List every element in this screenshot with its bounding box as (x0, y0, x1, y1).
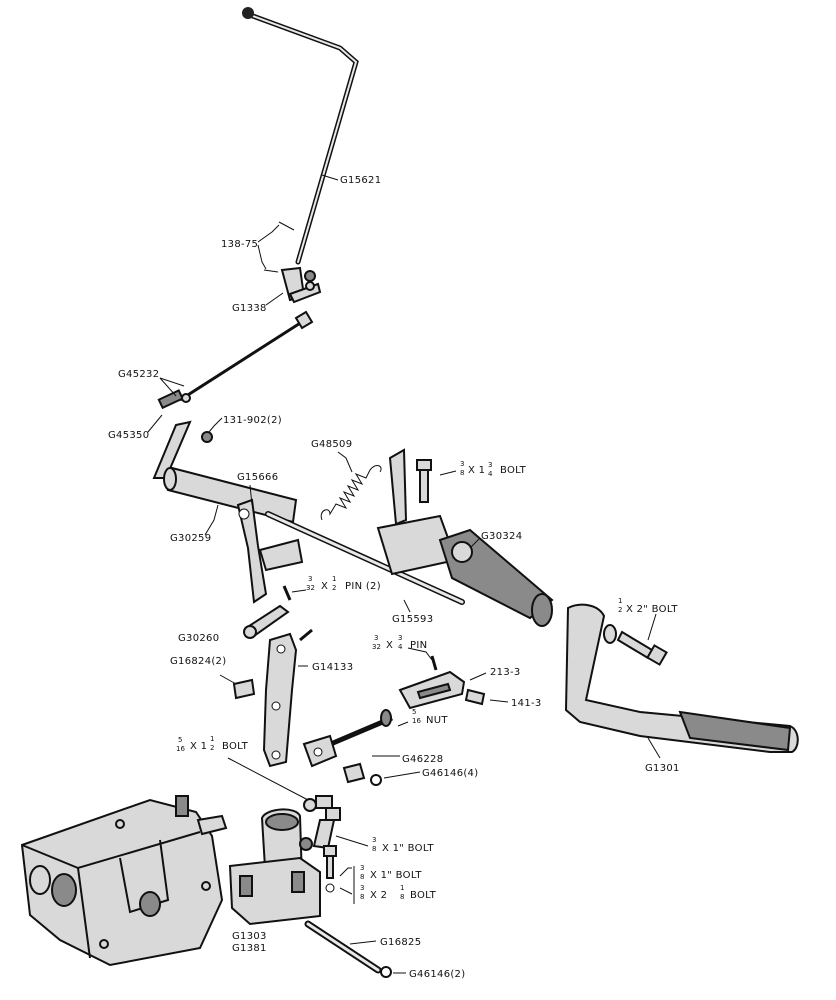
label-pin-3-32-x-3-4: X (386, 640, 393, 651)
svg-text:3: 3 (374, 634, 378, 642)
control-rod (242, 7, 359, 265)
svg-text:8: 8 (360, 873, 364, 881)
label-131-902: 131-902(2) (223, 415, 282, 426)
label-g45350: G45350 (108, 430, 149, 441)
svg-text:3: 3 (308, 575, 312, 583)
label-bolt-3-8-x-1-3-4: X 1 (468, 465, 485, 476)
svg-text:5: 5 (178, 736, 182, 744)
lever-arm-g15666 (236, 498, 304, 604)
brake-pedal-g1301 (564, 603, 799, 753)
svg-text:16: 16 (412, 717, 421, 725)
pedal-hub-g30324 (376, 448, 554, 627)
svg-text:1: 1 (618, 597, 622, 605)
bolt-3-8-x-1 (312, 807, 341, 850)
svg-text:3: 3 (372, 836, 376, 844)
label-g1303: G1303 (232, 931, 267, 942)
svg-text:2: 2 (618, 606, 622, 614)
washer-g46146 (380, 966, 392, 978)
label-pin-2: PIN (2) (345, 581, 381, 592)
label-bolt-5-16-x-1-1-2: X 1 (190, 741, 207, 752)
label-g1381: G1381 (232, 943, 267, 954)
clevis-213-3 (398, 670, 466, 710)
label-g46146-4: G46146(4) (422, 768, 478, 779)
shaft-g15593 (265, 511, 465, 605)
valve-housing (20, 795, 228, 967)
label-bolt-3-8-x-2-1-8: X 2 (370, 890, 387, 901)
svg-text:2: 2 (332, 584, 336, 592)
label-g15621: G15621 (340, 175, 381, 186)
label-g15593: G15593 (392, 614, 433, 625)
label-bolt-word-2: BOLT (410, 890, 437, 901)
label-g15666: G15666 (237, 472, 278, 483)
spring-g48509 (320, 465, 382, 521)
label-pin-3-32-x-1-2: X (321, 581, 328, 592)
small-lever-g30260 (243, 604, 290, 639)
svg-text:8: 8 (400, 893, 404, 901)
svg-text:1: 1 (332, 575, 336, 583)
svg-text:3: 3 (360, 864, 364, 872)
bushing (342, 762, 366, 784)
svg-text:1: 1 (400, 884, 404, 892)
label-g46228: G46228 (402, 754, 443, 765)
svg-text:8: 8 (460, 469, 464, 477)
svg-text:3: 3 (460, 460, 464, 468)
svg-text:8: 8 (372, 845, 376, 853)
valve-bracket-g1303 (228, 808, 321, 926)
label-bolt-5-16-word: BOLT (222, 741, 249, 752)
bracket-g1338 (280, 266, 322, 304)
label-g14133: G14133 (312, 662, 353, 673)
label-141-3: 141-3 (511, 698, 542, 709)
svg-text:3: 3 (360, 884, 364, 892)
label-138-75: 138-75 (221, 239, 258, 250)
svg-text:4: 4 (398, 643, 403, 651)
label-g1301: G1301 (645, 763, 680, 774)
pin-g16825 (304, 920, 382, 974)
label-g16824: G16824(2) (170, 656, 226, 667)
svg-text:8: 8 (360, 893, 364, 901)
label-g45232: G45232 (118, 369, 159, 380)
svg-text:32: 32 (306, 584, 315, 592)
label-g1338: G1338 (232, 303, 267, 314)
svg-text:32: 32 (372, 643, 381, 651)
label-g46146-2: G46146(2) (409, 969, 465, 980)
nut-131-902 (201, 431, 213, 443)
link-plate-g14133 (262, 628, 313, 768)
label-bolt-3-8-x-1b: X 1" BOLT (370, 870, 422, 881)
label-g16825: G16825 (380, 937, 421, 948)
bolt-5-16-x-1-1-2 (303, 795, 333, 812)
label-g30324: G30324 (481, 531, 522, 542)
bushing-g16824 (232, 678, 256, 700)
rod-end-g46228 (302, 709, 393, 768)
svg-text:4: 4 (488, 470, 493, 478)
cross-shaft-g30259 (152, 420, 298, 524)
label-bolt-3-8-x-1: X 1" BOLT (382, 843, 434, 854)
svg-text:5: 5 (412, 708, 416, 716)
label-bolt-word: BOLT (500, 465, 527, 476)
svg-text:2: 2 (210, 744, 214, 752)
bolt-3-8-x-1-3-4 (416, 459, 432, 503)
label-g30260: G30260 (178, 633, 219, 644)
bolt-1-2-x-2 (603, 624, 668, 666)
svg-text:1: 1 (210, 735, 214, 743)
svg-text:3: 3 (488, 461, 492, 469)
label-bolt-1-2-x-2: X 2" BOLT (626, 604, 678, 615)
bolt-3-8-x-2-1-8 (323, 845, 337, 893)
svg-text:16: 16 (176, 745, 185, 753)
linkage-rod-g45232 (157, 310, 314, 410)
label-213-3: 213-3 (490, 667, 521, 678)
svg-text:3: 3 (398, 634, 402, 642)
pin-141-3 (464, 688, 486, 706)
label-g30259: G30259 (170, 533, 211, 544)
label-nut: NUT (426, 715, 448, 726)
label-g48509: G48509 (311, 439, 352, 450)
label-pin-word: PIN (410, 640, 427, 651)
